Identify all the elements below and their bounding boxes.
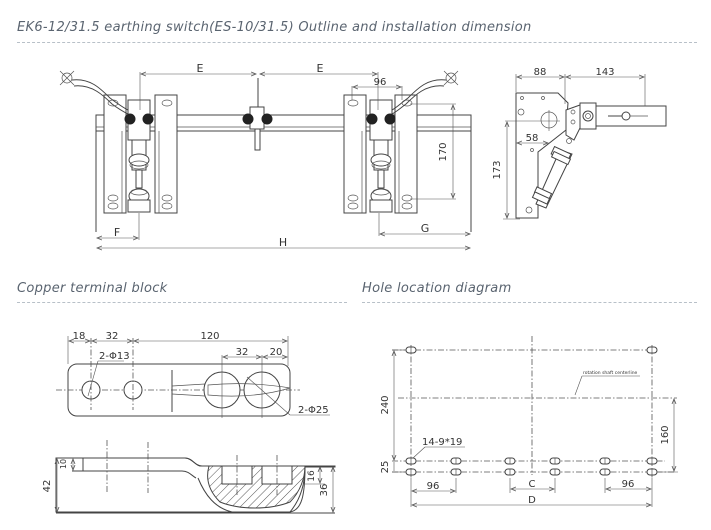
label-2-phi-25: 2-Φ25: [298, 405, 329, 416]
slot-top-left: [405, 346, 417, 354]
terminal-section-view: 10 42 16 36: [42, 440, 336, 514]
dim-96-left: 96: [427, 481, 440, 492]
dim-96-right: 96: [622, 479, 635, 490]
dim-32-top: 32: [106, 331, 119, 342]
slot: [599, 457, 611, 465]
dim-25: 25: [380, 461, 391, 474]
dim-f: F: [114, 226, 120, 239]
dim-e-left: E: [197, 62, 204, 75]
dim-36: 36: [319, 484, 330, 497]
front-view-dimensions: E E 96 170 F G H: [97, 62, 470, 249]
right-cable-lug-icon: [445, 72, 457, 84]
dim-c: C: [529, 479, 536, 490]
dim-16: 16: [307, 470, 317, 482]
slot: [504, 457, 516, 465]
dim-160: 160: [660, 425, 671, 444]
dim-170: 170: [438, 142, 449, 161]
slot: [646, 468, 658, 476]
terminal-plan-view: 2-Φ25 18 32 120 32 20 2-Φ13: [56, 331, 330, 418]
holes-section-title: Hole location diagram: [362, 281, 512, 296]
left-switch-assembly: [59, 70, 178, 214]
dim-120: 120: [200, 331, 219, 342]
slot: [405, 468, 417, 476]
dim-d: D: [528, 495, 536, 506]
label-slot-count: 14-9*19: [422, 437, 462, 448]
terminal-section-title: Copper terminal block: [17, 281, 168, 296]
hole-location-diagram: rotation shaft centerline 14-9*19 240 25…: [380, 336, 678, 507]
dim-96-front: 96: [374, 77, 387, 88]
dim-g: G: [421, 222, 430, 235]
dim-88: 88: [534, 67, 547, 78]
dim-10: 10: [59, 459, 68, 469]
slot: [549, 468, 561, 476]
outline-separator: [17, 42, 697, 43]
label-2-phi-13: 2-Φ13: [99, 351, 130, 362]
terminal-separator: [17, 302, 347, 303]
dim-173: 173: [492, 160, 503, 179]
slot: [504, 468, 516, 476]
right-switch-assembly: [343, 70, 459, 214]
side-view: 88 143 58 173: [492, 67, 667, 220]
center-linkage: [242, 78, 273, 151]
holes-separator: [362, 302, 697, 303]
side-view-dimensions: 88 143 58 173: [492, 67, 646, 220]
slot: [549, 457, 561, 465]
left-cable-lug-icon: [61, 72, 73, 84]
slot: [450, 468, 462, 476]
dim-20: 20: [270, 347, 283, 358]
mounting-slots: [405, 346, 658, 476]
dim-58: 58: [526, 133, 539, 144]
slot-top-right: [646, 346, 658, 354]
dim-18: 18: [73, 331, 86, 342]
slot: [405, 457, 417, 465]
dim-32-right: 32: [236, 347, 249, 358]
dim-240: 240: [380, 395, 391, 414]
label-rotation-shaft: rotation shaft centerline: [583, 370, 638, 376]
dim-e-right: E: [317, 62, 324, 75]
side-mounting-plate: [515, 92, 569, 219]
outline-section-title: EK6-12/31.5 earthing switch(ES-10/31.5) …: [17, 20, 532, 35]
slot: [599, 468, 611, 476]
slot: [646, 457, 658, 465]
dim-143: 143: [595, 67, 614, 78]
dim-h: H: [279, 236, 287, 249]
slot: [450, 457, 462, 465]
dim-42: 42: [42, 480, 53, 493]
front-view: E E 96 170 F G H: [59, 62, 472, 249]
